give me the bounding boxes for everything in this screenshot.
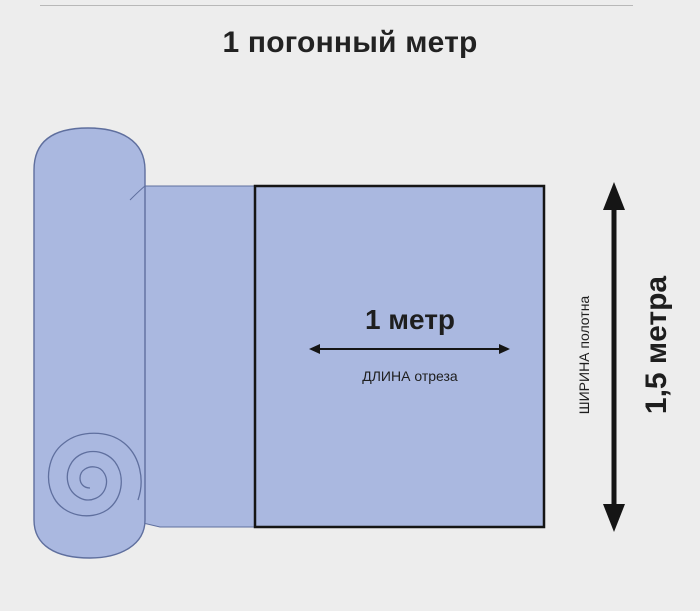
page-title: 1 погонный метр [222,26,478,59]
top-divider [40,5,633,6]
cut-piece [253,184,546,529]
length-value: 1 метр [364,304,456,335]
fabric-roll-icon [33,127,256,559]
width-value-text: 1,5 метра [640,275,673,415]
length-caption-lower: отреза [414,368,458,384]
width-caption-text: ШИРИНА полотна [576,296,592,414]
length-caption: ДЛИНА отреза [310,368,510,384]
width-caption-lower: полотна [576,295,592,349]
double-arrow-vertical-icon [603,182,625,532]
spiral-end-icon [47,432,142,517]
width-caption-upper: ШИРИНА [576,352,592,415]
double-arrow-horizontal-icon [309,344,510,354]
length-caption-upper: ДЛИНА [362,368,411,384]
